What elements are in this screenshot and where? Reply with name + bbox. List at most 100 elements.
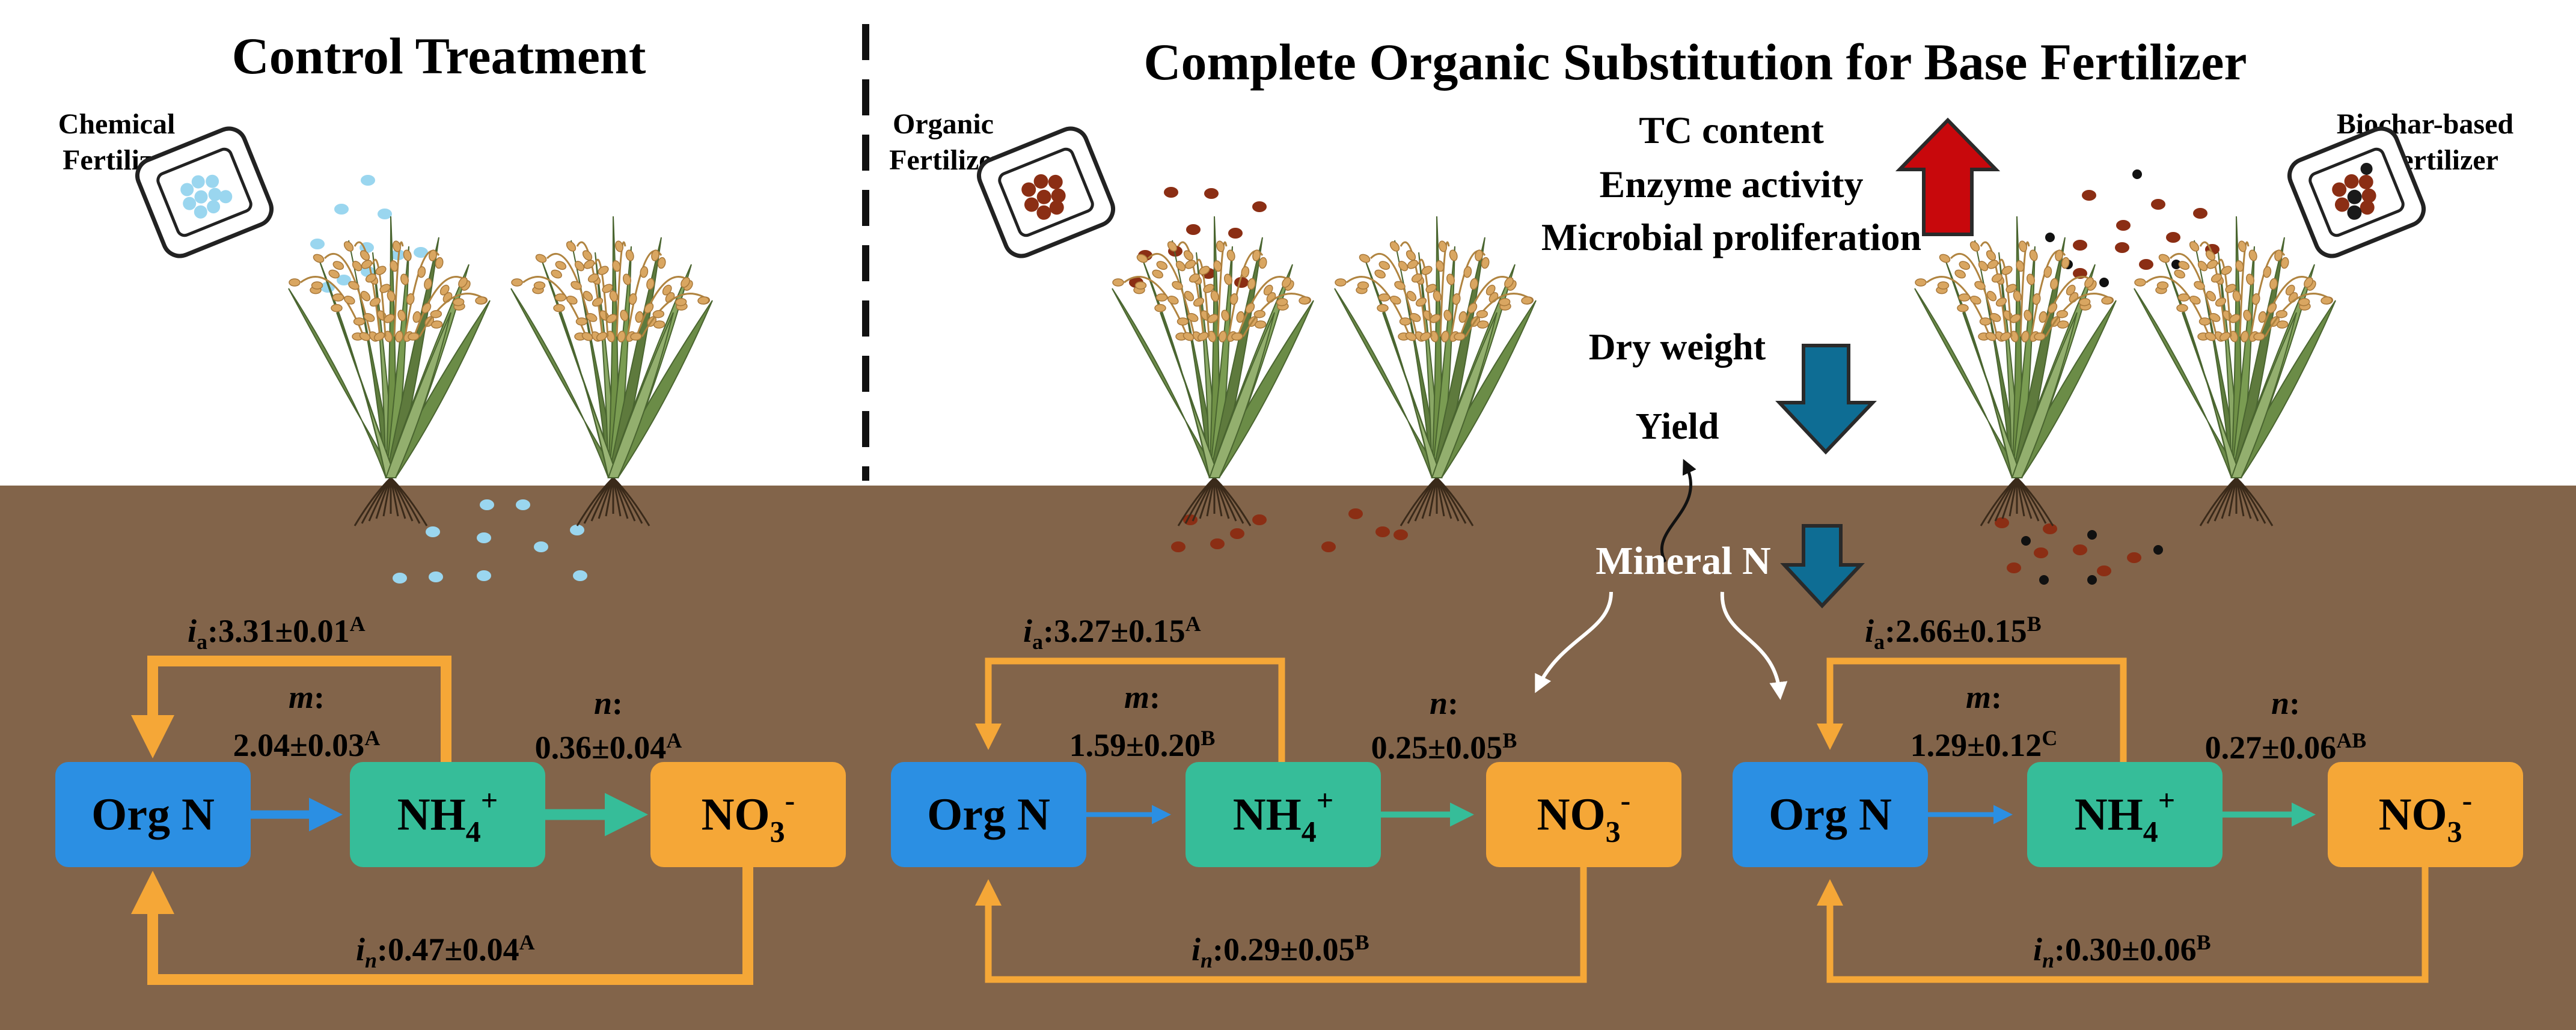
nh4-symbol: NH — [397, 790, 466, 840]
in-significance: B — [1355, 930, 1369, 954]
granule — [516, 499, 530, 510]
granule — [393, 573, 407, 584]
granule — [414, 247, 428, 258]
granule — [1375, 526, 1390, 537]
granule — [1228, 228, 1243, 239]
ia-value: :3.31±0.01 — [207, 613, 350, 649]
granule — [2139, 259, 2153, 270]
n-value: 0.36±0.04 — [535, 730, 667, 766]
n-significance: AB — [2336, 728, 2366, 752]
no3-subscript: 3 — [2447, 815, 2462, 849]
m-colon: : — [1991, 679, 2002, 715]
m-rate-symbol: m: — [1966, 679, 2002, 715]
nh4-box — [1186, 762, 1381, 867]
granule — [1164, 187, 1178, 198]
biochar-granules — [1995, 169, 2220, 585]
org-n-label: Org N — [91, 790, 215, 840]
rice-plant — [2134, 216, 2336, 526]
yield-link-arrow — [1660, 459, 1696, 563]
ia-subscript: a — [197, 630, 207, 654]
m-value: 1.29±0.12 — [1911, 727, 2042, 763]
granule — [2097, 565, 2111, 576]
no3-label: NO3- — [1537, 784, 1631, 849]
granule — [1186, 224, 1201, 235]
nh4-superscript: + — [481, 784, 498, 817]
m-significance: A — [364, 726, 380, 750]
granule — [1995, 517, 2009, 528]
n-rate-symbol: n: — [1430, 685, 1458, 721]
granule — [1210, 538, 1225, 549]
granule — [2043, 523, 2057, 534]
n-significance: A — [666, 728, 682, 752]
in-symbol: i — [1192, 931, 1201, 968]
no3-symbol: NO — [702, 790, 770, 840]
n-rate-value: 0.36±0.04A — [535, 728, 682, 766]
chemical-granules — [310, 175, 587, 584]
in-value: :0.47±0.04 — [377, 931, 519, 968]
nh4-box — [2027, 762, 2223, 867]
control-header: Control Treatment — [232, 27, 646, 85]
m-colon: : — [1149, 679, 1160, 715]
m-value: 1.59±0.20 — [1069, 727, 1201, 763]
ia-rate: ia:3.31±0.01A — [188, 612, 366, 654]
granule — [2045, 233, 2055, 242]
in-subscript: n — [365, 948, 377, 972]
granule — [2021, 536, 2031, 546]
granule — [477, 570, 491, 581]
ia-value: :3.27±0.15 — [1043, 613, 1186, 649]
organic-fertilizer-bag-icon — [977, 126, 1115, 258]
mineral-n-label: Mineral N — [1595, 539, 1770, 583]
granule — [1348, 508, 1363, 519]
nh4-label: NH4+ — [397, 784, 498, 849]
effect-dry-weight: Dry weight — [1589, 327, 1766, 368]
granule — [2127, 552, 2141, 563]
m-symbol: m — [289, 679, 314, 715]
biochar-fertilizer-bag-icon — [2287, 126, 2426, 258]
n-colon: : — [1448, 685, 1458, 721]
granule — [2082, 190, 2096, 201]
rice-plant — [1112, 216, 1314, 526]
granule — [2073, 544, 2087, 555]
in-rate: in:0.30±0.06B — [2033, 930, 2211, 972]
granule — [2171, 260, 2181, 269]
granule — [2034, 547, 2048, 558]
rice-plant — [1334, 216, 1537, 526]
granule — [1171, 541, 1186, 552]
granule — [429, 571, 443, 582]
nh4-superscript: + — [2158, 784, 2176, 817]
nh4-symbol: NH — [1233, 790, 1302, 840]
granule — [1321, 541, 1336, 552]
rice-plant — [1914, 216, 2117, 526]
mineral-n-arrow-left — [1535, 591, 1613, 693]
m-rate-symbol: m: — [289, 679, 325, 715]
m-symbol: m — [1966, 679, 1991, 715]
ia-flow-arrow — [131, 656, 451, 762]
ia-rate: ia:2.66±0.15B — [1865, 612, 2042, 654]
ia-significance: B — [2027, 612, 2042, 636]
ia-flow-arrow — [975, 657, 1285, 762]
increase-arrow-icon — [1895, 117, 2001, 236]
granule — [334, 204, 349, 215]
granule — [1204, 188, 1219, 199]
ia-subscript: a — [1874, 630, 1885, 654]
granule — [477, 532, 491, 543]
ia-symbol: i — [188, 613, 197, 649]
effect-enzyme-activity: Enzyme activity — [1600, 163, 1864, 206]
n-rate-value: 0.27±0.06AB — [2205, 728, 2367, 766]
n-value: 0.27±0.06 — [2205, 730, 2337, 766]
in-significance: B — [2197, 930, 2211, 954]
nh4-label: NH4+ — [2075, 784, 2176, 849]
in-symbol: i — [356, 931, 365, 968]
increase-effects: TC content Enzyme activity Microbial pro… — [1541, 109, 1921, 258]
effect-microbial-proliferation: Microbial proliferation — [1541, 216, 1921, 258]
chemical-fertilizer-label-line1: Chemical — [58, 108, 176, 140]
ia-rate: ia:3.27±0.15A — [1023, 612, 1201, 654]
no3-superscript: - — [785, 784, 795, 817]
in-value: :0.29±0.05 — [1213, 931, 1355, 968]
granule — [2099, 278, 2109, 287]
granule — [2151, 199, 2165, 210]
n-rate-value: 0.25±0.05B — [1371, 728, 1517, 766]
n-colon: : — [612, 685, 623, 721]
